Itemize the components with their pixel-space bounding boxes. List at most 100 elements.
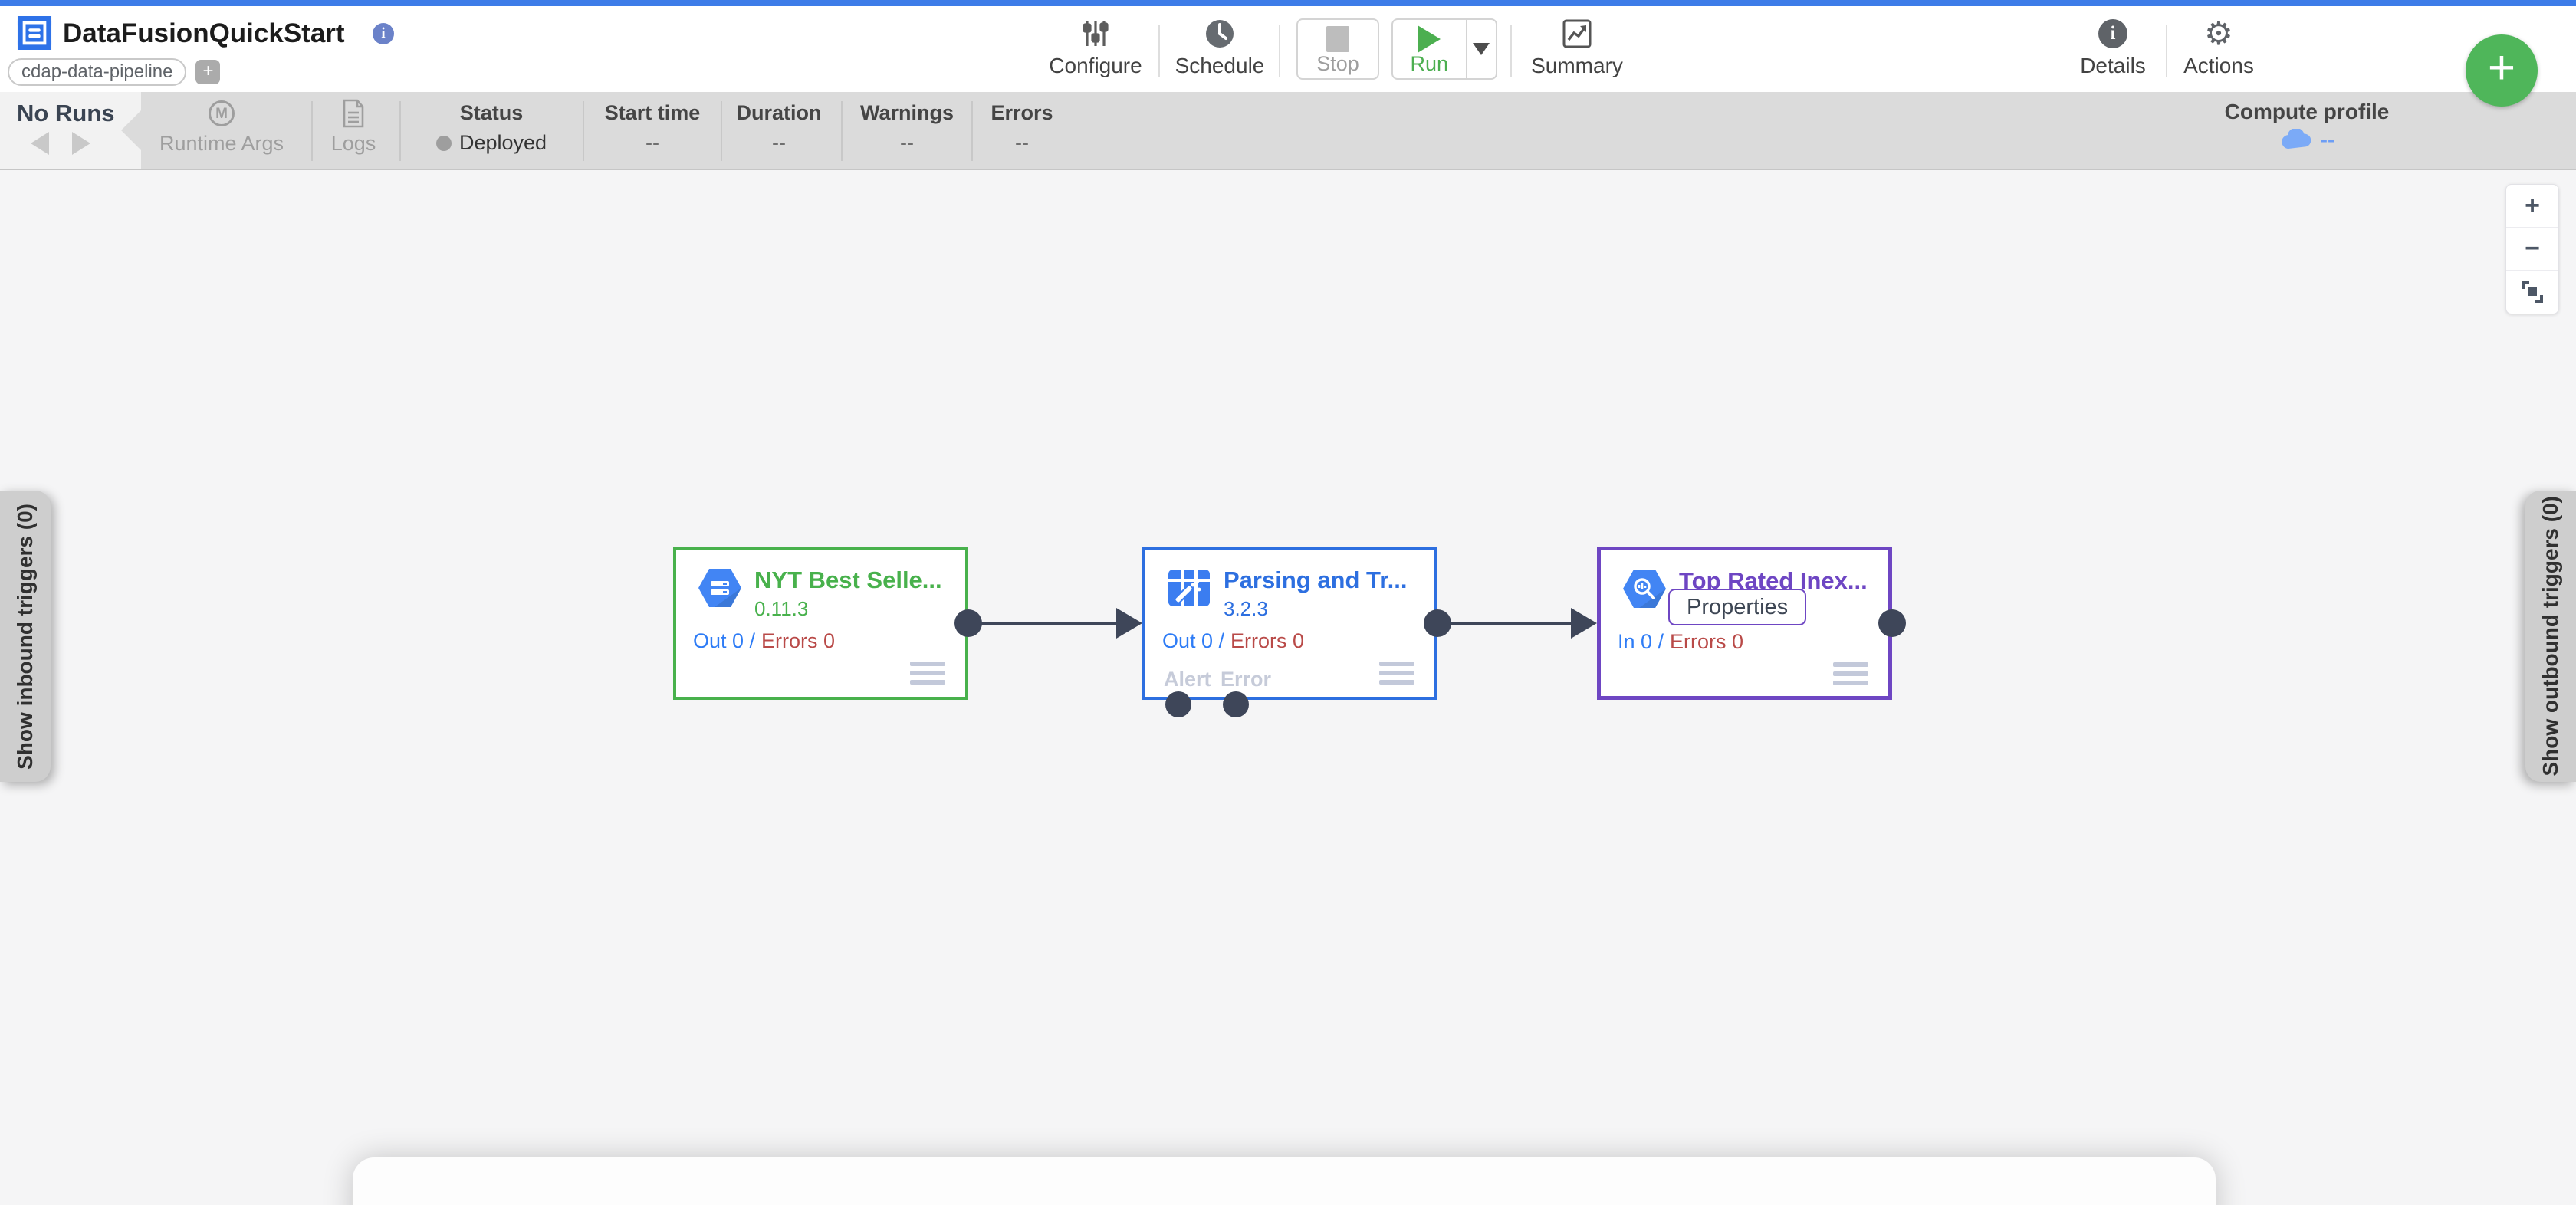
node-menu-icon[interactable] (1379, 662, 1414, 689)
logs-document-icon (343, 99, 364, 128)
schedule-clock-icon (1206, 20, 1234, 48)
fit-to-screen-icon (2522, 281, 2543, 303)
zoom-out-button[interactable]: − (2506, 228, 2558, 271)
stop-button[interactable]: Stop (1296, 18, 1379, 80)
summary-chart-icon (1562, 19, 1592, 48)
node-metrics: Out 0 /Errors 0 (693, 629, 835, 653)
errors-metric[interactable]: Errors 0 (1230, 629, 1305, 652)
no-runs-label: No Runs (17, 100, 115, 126)
details-info-icon: i (2098, 19, 2128, 48)
runs-carousel-notch (121, 110, 141, 150)
run-button[interactable]: Run (1393, 20, 1466, 78)
runs-carousel: No Runs (0, 92, 141, 169)
bottom-panel-shadow (353, 1157, 2216, 1205)
out-metric[interactable]: Out 0 / (1162, 629, 1225, 652)
output-port-transform[interactable] (1424, 609, 1451, 637)
show-outbound-triggers-tab[interactable]: Show outbound triggers (0) (2525, 491, 2576, 782)
error-port[interactable] (1223, 691, 1249, 717)
out-metric[interactable]: Out 0 / (693, 629, 756, 652)
page-title: DataFusionQuickStart (63, 18, 345, 48)
chevron-down-icon (1473, 43, 1490, 55)
pipeline-canvas[interactable]: + − Show inbound triggers (0) Show outbo… (0, 170, 2576, 1205)
pipeline-node-sink[interactable]: Top Rated Inex... Properties In 0 /Error… (1597, 547, 1892, 700)
pipeline-node-transform[interactable]: Parsing and Tr... 3.2.3 Out 0 /Errors 0 … (1142, 547, 1438, 700)
header: DataFusionQuickStart i cdap-data-pipelin… (0, 6, 2576, 92)
configure-sliders-icon (1083, 21, 1109, 46)
duration-value: -- (772, 131, 786, 154)
status-column: Status Deployed (407, 92, 576, 155)
node-version: 0.11.3 (754, 597, 809, 620)
errors-metric[interactable]: Errors 0 (761, 629, 836, 652)
node-title: NYT Best Selle... (754, 566, 942, 593)
runtime-args-button[interactable]: M Runtime Args (137, 92, 306, 156)
output-port-source[interactable] (955, 609, 982, 637)
configure-button[interactable]: Configure (1034, 17, 1157, 78)
pipeline-info-icon[interactable]: i (373, 23, 394, 44)
alert-port-label: Alert (1164, 668, 1211, 691)
summary-button[interactable]: Summary (1516, 17, 1638, 78)
edge-arrowhead-icon (1116, 608, 1142, 639)
pipeline-logo-icon (17, 15, 52, 51)
bar-divider (311, 101, 313, 161)
add-entity-fab-button[interactable]: + (2466, 34, 2538, 107)
node-title: Parsing and Tr... (1224, 566, 1408, 593)
status-value: Deployed (458, 131, 547, 154)
in-metric[interactable]: In 0 / (1618, 630, 1664, 653)
bar-divider (583, 101, 584, 161)
run-play-icon (1418, 25, 1441, 53)
previous-run-icon[interactable] (31, 132, 49, 155)
schedule-button[interactable]: Schedule (1158, 17, 1281, 78)
pipeline-type-chip: cdap-data-pipeline (8, 58, 187, 86)
details-button[interactable]: i Details (2052, 17, 2174, 78)
errors-value: -- (1015, 131, 1029, 154)
toolbar-divider (1510, 25, 1512, 77)
actions-button[interactable]: ⚙ Actions (2183, 15, 2254, 78)
start-time-column: Start time -- (604, 101, 701, 154)
stop-icon (1326, 26, 1349, 52)
toolbar-divider (2166, 25, 2167, 77)
errors-column: Errors -- (991, 101, 1053, 154)
runtime-args-icon: M (209, 100, 235, 126)
properties-button[interactable]: Properties (1668, 589, 1807, 625)
source-plugin-icon (698, 569, 741, 607)
run-button-group: Run (1392, 18, 1497, 80)
add-tag-button[interactable]: + (196, 60, 221, 84)
alert-port[interactable] (1165, 691, 1191, 717)
edge-arrowhead-icon (1571, 608, 1597, 639)
compute-profile-value: -- (2320, 127, 2335, 151)
run-options-dropdown[interactable] (1465, 20, 1496, 78)
logs-button[interactable]: Logs (269, 92, 438, 156)
cloud-icon (2282, 129, 2311, 149)
top-accent-bar (0, 0, 2576, 6)
node-menu-icon[interactable] (910, 662, 945, 689)
pipeline-node-source[interactable]: NYT Best Selle... 0.11.3 Out 0 /Errors 0 (673, 547, 968, 700)
sink-plugin-icon (1623, 570, 1666, 608)
toolbar-divider (1279, 25, 1280, 77)
edge-source-transform (968, 622, 1116, 625)
actions-gear-icon: ⚙ (2204, 15, 2233, 51)
show-inbound-triggers-tab[interactable]: Show inbound triggers (0) (0, 491, 51, 782)
node-version: 3.2.3 (1224, 597, 1268, 620)
duration-column: Duration -- (736, 101, 822, 154)
error-port-label: Error (1221, 668, 1272, 691)
zoom-in-button[interactable]: + (2506, 185, 2558, 228)
fit-to-screen-button[interactable] (2506, 271, 2558, 314)
edge-transform-sink (1438, 622, 1571, 625)
tag-row: cdap-data-pipeline + (8, 58, 221, 86)
node-menu-icon[interactable] (1833, 662, 1868, 690)
status-dot-icon (435, 135, 452, 151)
next-run-icon[interactable] (72, 132, 90, 155)
compute-profile: Compute profile -- (2224, 100, 2390, 151)
bar-divider (971, 101, 973, 161)
errors-metric[interactable]: Errors 0 (1670, 630, 1744, 653)
toolbar-divider (1158, 25, 1160, 77)
bar-divider (721, 101, 722, 161)
bar-divider (399, 101, 401, 161)
run-status-bar: No Runs M Runtime Args Logs (0, 92, 2576, 170)
warnings-value: -- (900, 131, 914, 154)
node-metrics: In 0 / Errors 0 (1618, 630, 1743, 654)
start-time-value: -- (646, 131, 659, 154)
canvas-zoom-controls: + − (2505, 184, 2559, 314)
output-port-sink[interactable] (1878, 609, 1906, 637)
